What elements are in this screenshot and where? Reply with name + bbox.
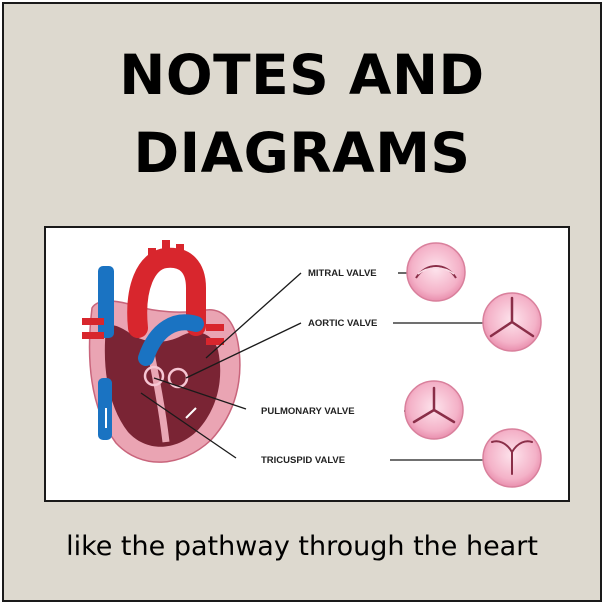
pulmonary-valve-label: PULMONARY VALVE — [261, 406, 355, 417]
leader-mitral-to-heart — [205, 272, 302, 359]
title-line-1: NOTES AND — [119, 43, 485, 107]
pulmonary-valve-icon — [404, 380, 464, 440]
heart-valves-diagram: MITRAL VALVE AORTIC VALVE PULMONARY VALV… — [44, 226, 570, 502]
aorta-branch-2 — [162, 240, 170, 262]
mitral-valve-icon — [406, 242, 466, 302]
leader-aortic-to-heart — [185, 322, 302, 379]
heart-diagram-svg: MITRAL VALVE AORTIC VALVE PULMONARY VALV… — [82, 240, 542, 488]
mitral-valve-label: MITRAL VALVE — [308, 268, 377, 279]
caption-text: like the pathway through the heart — [66, 531, 538, 562]
flow-arrow-2 — [185, 407, 197, 419]
poster-card: NOTES AND DIAGRAMS — [2, 2, 602, 602]
page-title: NOTES AND DIAGRAMS — [4, 36, 600, 192]
aorta-branch-1 — [148, 248, 156, 270]
aortic-valve-icon — [482, 292, 542, 352]
pulmonary-vein-right — [206, 324, 224, 331]
tricuspid-valve-icon — [482, 428, 542, 488]
pulmonary-vein-right-2 — [206, 338, 224, 345]
heart-illustration — [82, 240, 241, 463]
leader-pulmonary-to-heart — [153, 377, 247, 410]
heart-valve-ring-1 — [143, 365, 165, 387]
leader-lines — [140, 272, 484, 461]
title-line-2: DIAGRAMS — [133, 121, 471, 185]
aortic-valve-label: AORTIC VALVE — [308, 318, 377, 329]
superior-vena-cava — [98, 266, 114, 338]
pulmonary-vein-left-2 — [82, 332, 104, 339]
aorta-branch-3 — [176, 244, 184, 266]
pulmonary-artery — [138, 314, 204, 366]
pulmonary-vein-left — [82, 318, 104, 325]
heart-inner-chambers — [104, 325, 221, 447]
tricuspid-valve-label: TRICUSPID VALVE — [261, 455, 345, 466]
leader-tricuspid-to-heart — [140, 392, 237, 459]
